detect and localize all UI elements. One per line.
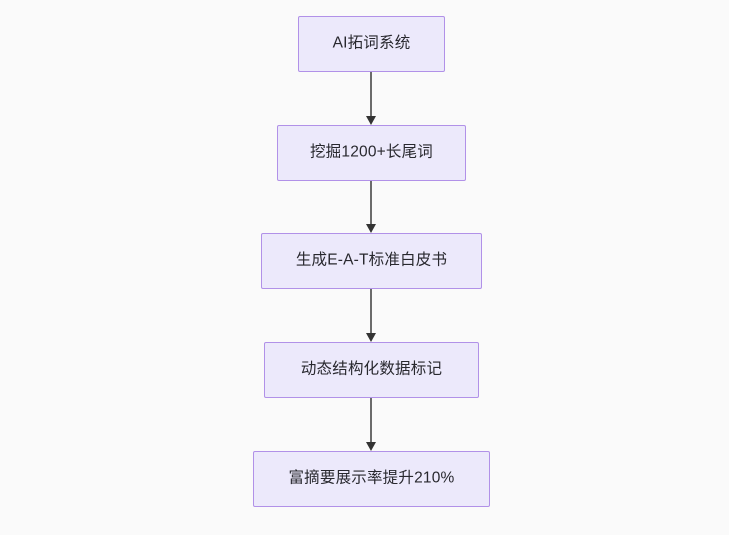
flow-node-label: 挖掘1200+长尾词 — [309, 143, 434, 161]
flow-node-dynamic-structured-data-markup[interactable]: 动态结构化数据标记 — [264, 342, 479, 398]
flow-node-generate-eat-whitepaper[interactable]: 生成E-A-T标准白皮书 — [261, 233, 482, 289]
flow-node-mine-longtail-keywords[interactable]: 挖掘1200+长尾词 — [277, 125, 466, 181]
flow-arrow-node3-to-node4 — [364, 289, 378, 342]
flow-node-ai-keyword-system[interactable]: AI拓词系统 — [298, 16, 445, 72]
flow-node-label: 动态结构化数据标记 — [300, 360, 443, 378]
flow-node-label: 富摘要展示率提升210% — [288, 469, 455, 487]
flow-arrow-node2-to-node3 — [364, 181, 378, 233]
flow-node-label: 生成E-A-T标准白皮书 — [295, 251, 448, 269]
flow-node-rich-snippet-impression-lift[interactable]: 富摘要展示率提升210% — [253, 451, 490, 507]
flow-arrow-node1-to-node2 — [364, 72, 378, 125]
flow-node-label: AI拓词系统 — [332, 34, 411, 52]
flow-arrow-node4-to-node5 — [364, 398, 378, 451]
